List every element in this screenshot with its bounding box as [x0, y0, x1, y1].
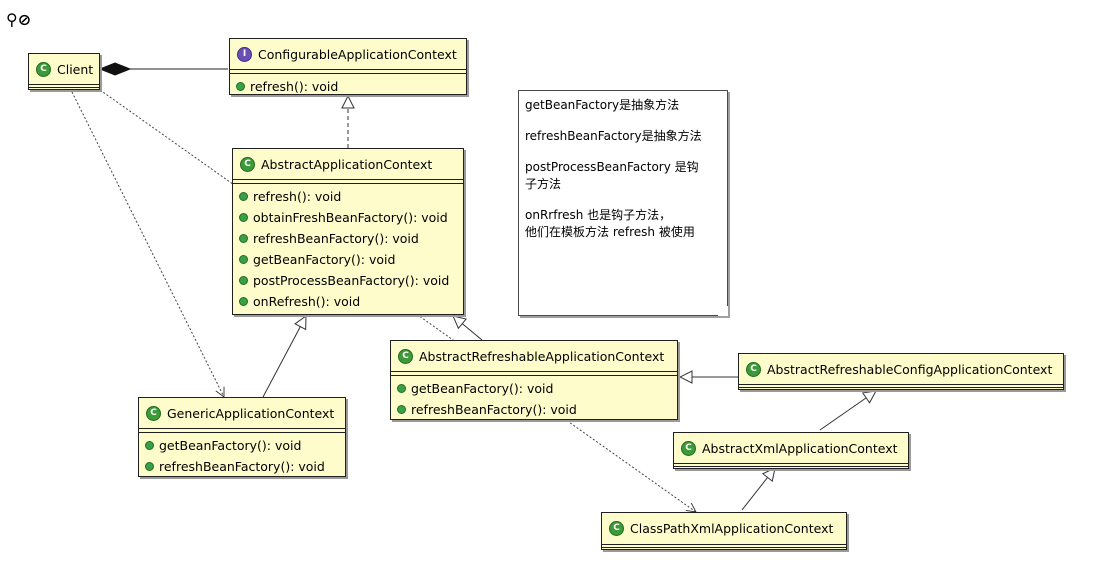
interface-configurable-application-context[interactable]: I ConfigurableApplicationContext refresh… [229, 38, 467, 95]
generalization-classpath [741, 468, 775, 511]
class-abstract-xml-application-context[interactable]: C AbstractXmlApplicationContext [673, 432, 909, 469]
method-row[interactable]: onRefresh(): void [233, 291, 463, 312]
method-row[interactable]: getBeanFactory(): void [391, 378, 677, 399]
note-folded-corner [718, 306, 728, 316]
public-method-icon [239, 234, 248, 243]
method-row[interactable]: refreshBeanFactory(): void [233, 228, 463, 249]
class-name: AbstractRefreshableConfigApplicationCont… [767, 361, 1053, 377]
method-row[interactable]: refresh(): void [230, 76, 466, 97]
method-row[interactable]: getBeanFactory(): void [233, 249, 463, 270]
public-method-icon [239, 297, 248, 306]
generalization-refreshable [453, 316, 483, 341]
method-row[interactable]: refresh(): void [233, 186, 463, 207]
palette-tools[interactable]: ⚲⊘ [6, 12, 31, 28]
class-icon: C [746, 361, 761, 377]
method-row[interactable]: getBeanFactory(): void [139, 435, 345, 456]
pointer-icon[interactable]: ⚲ [6, 10, 18, 29]
class-name: GenericApplicationContext [167, 406, 335, 421]
public-method-icon [236, 82, 245, 91]
class-classpath-xml-application-context[interactable]: C ClassPathXmlApplicationContext [601, 512, 847, 550]
dependency-client-generic [71, 91, 224, 397]
class-client[interactable]: C Client [28, 53, 100, 90]
public-method-icon [239, 213, 248, 222]
class-name: AbstractRefreshableApplicationContext [419, 349, 665, 364]
interface-icon: I [237, 47, 252, 62]
composition-diamond [98, 62, 132, 76]
class-icon: C [36, 61, 51, 77]
class-name: ConfigurableApplicationContext [258, 47, 457, 62]
class-name: ClassPathXmlApplicationContext [630, 521, 834, 536]
note-line: getBeanFactory是抽象方法 [525, 98, 680, 112]
no-entry-icon[interactable]: ⊘ [17, 10, 32, 29]
public-method-icon [239, 192, 248, 201]
class-name: AbstractApplicationContext [261, 157, 433, 172]
class-name: Client [57, 61, 94, 77]
generalization-generic [262, 316, 306, 398]
note-line: onRrfresh 也是钩子方法， 他们在模板方法 refresh 被使用 [525, 208, 695, 239]
public-method-icon [397, 405, 406, 414]
class-icon: C [146, 406, 161, 421]
method-row[interactable]: postProcessBeanFactory(): void [233, 270, 463, 291]
class-icon: C [398, 349, 413, 364]
note-line: postProcessBeanFactory 是钩 子方法 [525, 160, 699, 191]
public-method-icon [397, 384, 406, 393]
class-icon: C [240, 157, 255, 172]
public-method-icon [239, 255, 248, 264]
class-generic-application-context[interactable]: C GenericApplicationContext getBeanFacto… [138, 397, 346, 477]
class-abstract-refreshable-config-application-context[interactable]: C AbstractRefreshableConfigApplicationCo… [738, 353, 1064, 390]
class-icon: C [681, 440, 696, 456]
public-method-icon [145, 441, 154, 450]
note-line: refreshBeanFactory是抽象方法 [525, 129, 702, 143]
public-method-icon [239, 276, 248, 285]
public-method-icon [145, 462, 154, 471]
class-name: AbstractXmlApplicationContext [702, 440, 898, 456]
class-abstract-refreshable-application-context[interactable]: C AbstractRefreshableApplicationContext … [390, 340, 678, 420]
method-row[interactable]: refreshBeanFactory(): void [391, 399, 677, 420]
class-abstract-application-context[interactable]: C AbstractApplicationContext refresh(): … [232, 148, 464, 315]
generalization-xml [819, 391, 876, 431]
note-comment[interactable]: getBeanFactory是抽象方法 refreshBeanFactory是抽… [518, 90, 728, 316]
method-row[interactable]: obtainFreshBeanFactory(): void [233, 207, 463, 228]
class-icon: C [609, 521, 624, 536]
method-row[interactable]: refreshBeanFactory(): void [139, 456, 345, 477]
